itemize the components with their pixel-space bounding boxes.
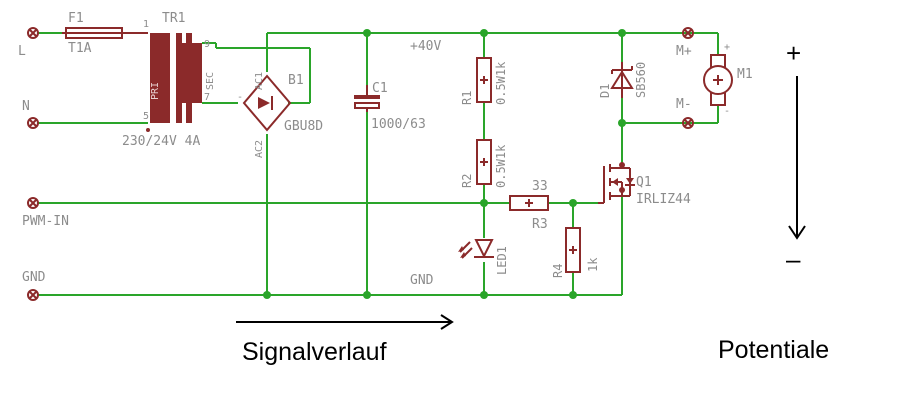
transformer-tr1: PRI SEC 1 5 9 7 TR1 230/24V 4A — [122, 11, 216, 149]
potential-label: Potentiale — [718, 336, 829, 364]
led-led1: LED1 — [458, 239, 509, 275]
terminal-neutral: N — [22, 99, 39, 129]
fuse-value: T1A — [68, 41, 92, 56]
mosfet-name: Q1 — [636, 175, 652, 190]
terminal-neutral-label: N — [22, 99, 30, 114]
r3-name: R3 — [532, 217, 548, 232]
terminal-motor-minus: M- — [676, 97, 694, 129]
motor-m1: + - M1 — [703, 42, 753, 117]
resistor-r2: R2 0.5W1k — [460, 139, 508, 188]
terminal-gnd-label: GND — [22, 270, 46, 285]
r4-name: R4 — [551, 264, 565, 278]
motor-plus-label: M+ — [676, 44, 692, 59]
r3-value: 33 — [532, 179, 548, 194]
capacitor-value: 1000/63 — [371, 117, 426, 132]
transformer-pin-5: 5 — [143, 111, 149, 122]
signal-flow-label: Signalverlauf — [242, 338, 387, 366]
capacitor-name: C1 — [372, 81, 388, 96]
motor-name: M1 — [737, 67, 753, 82]
resistor-r4: R4 1k — [551, 227, 600, 278]
motor-minus-label: M- — [676, 97, 692, 112]
terminal-live: L — [18, 27, 39, 59]
diode-name: D1 — [598, 84, 612, 98]
terminal-live-label: L — [18, 44, 26, 59]
r1-name: R1 — [460, 91, 474, 105]
transformer-pin-9: 9 — [204, 39, 210, 50]
potential-arrow — [788, 76, 806, 240]
transformer-pin-1: 1 — [143, 19, 149, 30]
rectifier-minus: - — [237, 92, 243, 103]
rectifier-value: GBU8D — [284, 119, 323, 134]
capacitor-c1: C1 1000/63 — [354, 81, 426, 132]
mosfet-value: IRLIZ44 — [636, 192, 691, 207]
potential-plus-sign: + — [786, 38, 801, 68]
r1-value: 0.5W1k — [494, 61, 508, 105]
r2-name: R2 — [460, 174, 474, 188]
motor-pin-minus: - — [724, 106, 730, 117]
fuse-name: F1 — [68, 11, 84, 26]
terminal-pwm-label: PWM-IN — [22, 214, 69, 229]
transformer-secondary: SEC — [205, 72, 216, 90]
junction-dots — [263, 29, 626, 299]
rectifier-name: B1 — [288, 73, 304, 88]
potential-minus-sign: – — [786, 244, 801, 274]
led-name: LED1 — [495, 246, 509, 275]
gnd-rail-label: GND — [410, 273, 434, 288]
transformer-primary: PRI — [150, 82, 161, 100]
rectifier-ac2: AC2 — [254, 140, 265, 158]
transformer-pin-7: 7 — [204, 92, 210, 103]
diode-value: SB560 — [634, 62, 648, 98]
r2-value: 0.5W1k — [494, 144, 508, 188]
terminal-motor-plus: M+ — [676, 27, 694, 59]
diode-d1: D1 SB560 — [598, 62, 648, 98]
terminal-pwm: PWM-IN — [22, 197, 69, 229]
bridge-rectifier-b1: AC1 AC2 - B1 GBU8D — [237, 72, 323, 158]
transformer-name: TR1 — [162, 11, 185, 26]
signal-flow-arrow — [236, 314, 454, 330]
motor-pin-plus: + — [724, 42, 730, 53]
transformer-value: 230/24V 4A — [122, 134, 200, 149]
fuse-f1: F1 T1A — [62, 11, 148, 56]
resistor-r3: 33 R3 — [509, 179, 549, 232]
rectifier-ac1: AC1 — [254, 72, 265, 90]
mosfet-q1: Q1 IRLIZ44 — [598, 162, 691, 207]
wires — [38, 32, 719, 296]
r4-value: 1k — [586, 257, 600, 272]
rail-label: +40V — [410, 39, 441, 54]
terminal-gnd: GND — [22, 270, 46, 301]
resistor-r1: R1 0.5W1k — [460, 57, 508, 105]
